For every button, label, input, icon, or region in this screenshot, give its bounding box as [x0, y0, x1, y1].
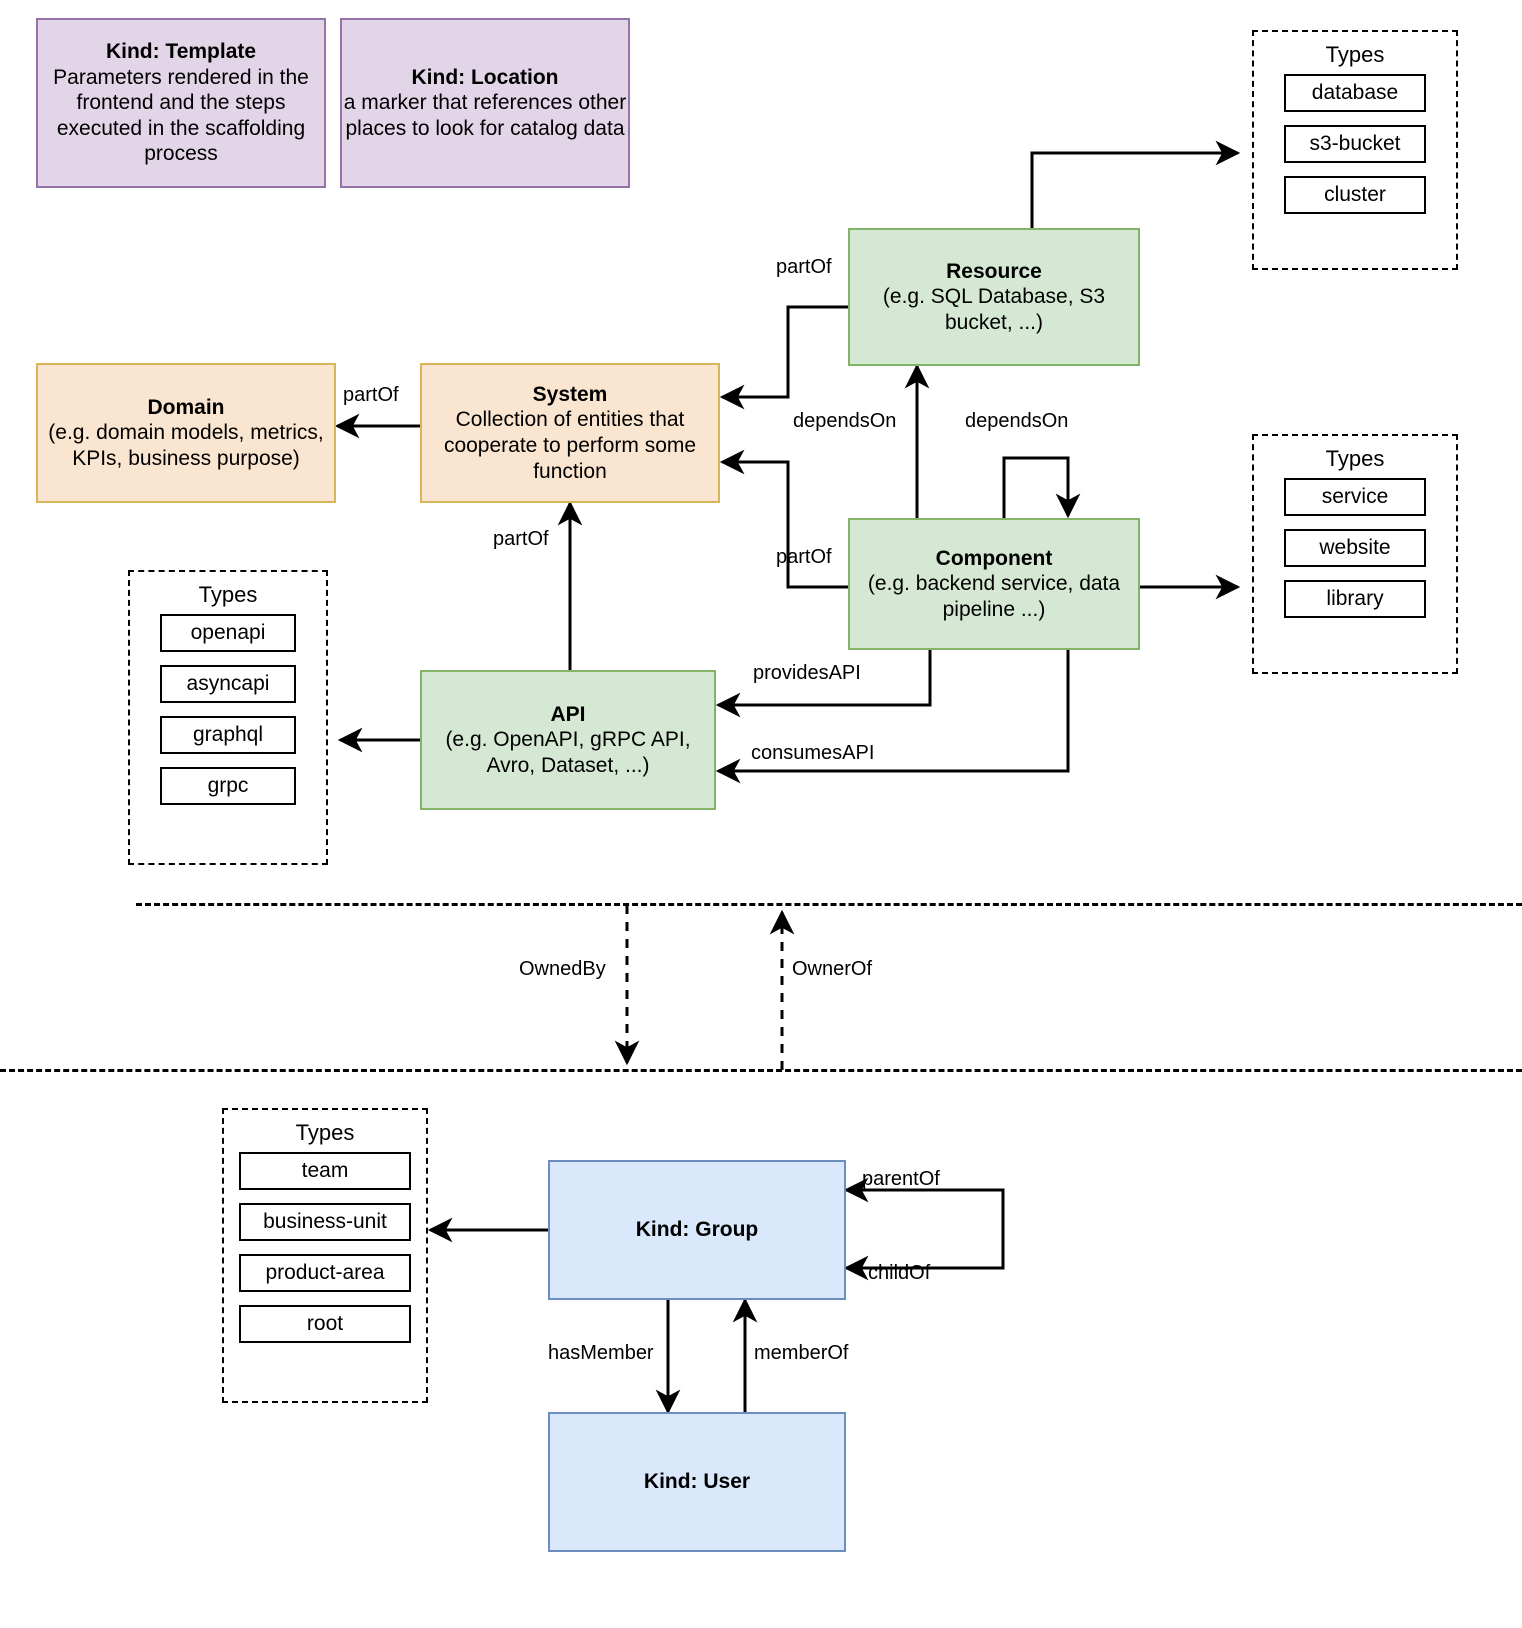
edge-label-component-provides-api: providesAPI — [753, 662, 861, 684]
node-kind-template-title: Kind: Template — [105, 39, 257, 63]
type-chip-cluster[interactable]: cluster — [1284, 176, 1426, 214]
node-system[interactable]: System Collection of entities that coope… — [420, 363, 720, 503]
edge-component-provides-api — [715, 650, 932, 718]
type-chip-root[interactable]: root — [239, 1305, 411, 1343]
node-domain-subtitle: (e.g. domain models, metrics, KPIs, busi… — [48, 421, 324, 470]
node-kind-user[interactable]: Kind: User — [548, 1412, 846, 1552]
type-chip-database[interactable]: database — [1284, 74, 1426, 112]
edge-label-component-to-resource: dependsOn — [793, 410, 897, 432]
type-chip-website[interactable]: website — [1284, 529, 1426, 567]
types-group-api-label: Types — [198, 582, 258, 607]
node-api[interactable]: API (e.g. OpenAPI, gRPC API, Avro, Datas… — [420, 670, 716, 810]
type-chip-asyncapi[interactable]: asyncapi — [160, 665, 296, 703]
type-chip-graphql[interactable]: graphql — [160, 716, 296, 754]
node-component-subtitle: (e.g. backend service, data pipeline ...… — [867, 572, 1121, 621]
edge-component-self-depends — [1002, 456, 1081, 519]
types-group-component-label: Types — [1325, 446, 1385, 471]
types-group-group-label: Types — [295, 1120, 355, 1145]
edge-label-component-to-system: partOf — [776, 546, 832, 568]
node-component-title: Component — [935, 546, 1053, 570]
edge-component-to-system — [719, 449, 848, 589]
edge-label-component-self-depends: dependsOn — [965, 410, 1069, 432]
node-resource[interactable]: Resource (e.g. SQL Database, S3 bucket, … — [848, 228, 1140, 366]
node-resource-title: Resource — [946, 259, 1042, 283]
edge-label-user-member-of: memberOf — [754, 1342, 849, 1364]
node-component[interactable]: Component (e.g. backend service, data pi… — [848, 518, 1140, 650]
node-kind-template[interactable]: Kind: Template Parameters rendered in th… — [36, 18, 326, 188]
edge-group-child-of — [843, 1190, 1005, 1281]
edge-label-group-parent-of: parentOf — [862, 1168, 940, 1190]
type-chip-business-unit[interactable]: business-unit — [239, 1203, 411, 1241]
separator-line-bottom — [0, 1069, 1522, 1072]
types-group-resource-label: Types — [1325, 42, 1385, 67]
type-chip-product-area[interactable]: product-area — [239, 1254, 411, 1292]
node-domain[interactable]: Domain (e.g. domain models, metrics, KPI… — [36, 363, 336, 503]
node-domain-title: Domain — [147, 395, 225, 419]
types-group-component: Types service website library — [1252, 434, 1458, 674]
node-kind-location-title: Kind: Location — [411, 65, 559, 89]
type-chip-service[interactable]: service — [1284, 478, 1426, 516]
edge-resource-to-types — [1030, 140, 1241, 228]
edge-label-owned-by: OwnedBy — [519, 958, 606, 980]
edge-label-api-to-system: partOf — [493, 528, 549, 550]
node-kind-group[interactable]: Kind: Group — [548, 1160, 846, 1300]
type-chip-library[interactable]: library — [1284, 580, 1426, 618]
edge-resource-to-system — [719, 305, 848, 410]
separator-line-top — [136, 903, 1522, 906]
node-system-title: System — [532, 382, 608, 406]
node-kind-group-title: Kind: Group — [635, 1218, 759, 1242]
node-resource-subtitle: (e.g. SQL Database, S3 bucket, ...) — [882, 285, 1106, 334]
edge-group-parent-of — [843, 1177, 1005, 1268]
node-kind-location-subtitle: a marker that references other places to… — [343, 91, 627, 140]
type-chip-grpc[interactable]: grpc — [160, 767, 296, 805]
edge-label-system-to-domain: partOf — [343, 384, 399, 406]
types-group-group: Types team business-unit product-area ro… — [222, 1108, 428, 1403]
node-system-subtitle: Collection of entities that cooperate to… — [443, 408, 697, 483]
types-group-resource: Types database s3-bucket cluster — [1252, 30, 1458, 270]
edge-label-resource-to-system: partOf — [776, 256, 832, 278]
node-kind-location[interactable]: Kind: Location a marker that references … — [340, 18, 630, 188]
type-chip-openapi[interactable]: openapi — [160, 614, 296, 652]
node-api-subtitle: (e.g. OpenAPI, gRPC API, Avro, Dataset, … — [445, 728, 691, 777]
edge-label-component-consumes-api: consumesAPI — [751, 742, 875, 764]
edge-label-group-child-of: childOf — [868, 1262, 931, 1284]
type-chip-s3-bucket[interactable]: s3-bucket — [1284, 125, 1426, 163]
edge-label-owner-of: OwnerOf — [792, 958, 873, 980]
node-kind-template-subtitle: Parameters rendered in the frontend and … — [53, 65, 309, 166]
node-kind-user-title: Kind: User — [643, 1470, 751, 1494]
node-api-title: API — [550, 702, 586, 726]
edge-component-consumes-api — [715, 650, 1070, 784]
types-group-api: Types openapi asyncapi graphql grpc — [128, 570, 328, 865]
edge-label-group-has-member: hasMember — [548, 1342, 654, 1364]
type-chip-team[interactable]: team — [239, 1152, 411, 1190]
